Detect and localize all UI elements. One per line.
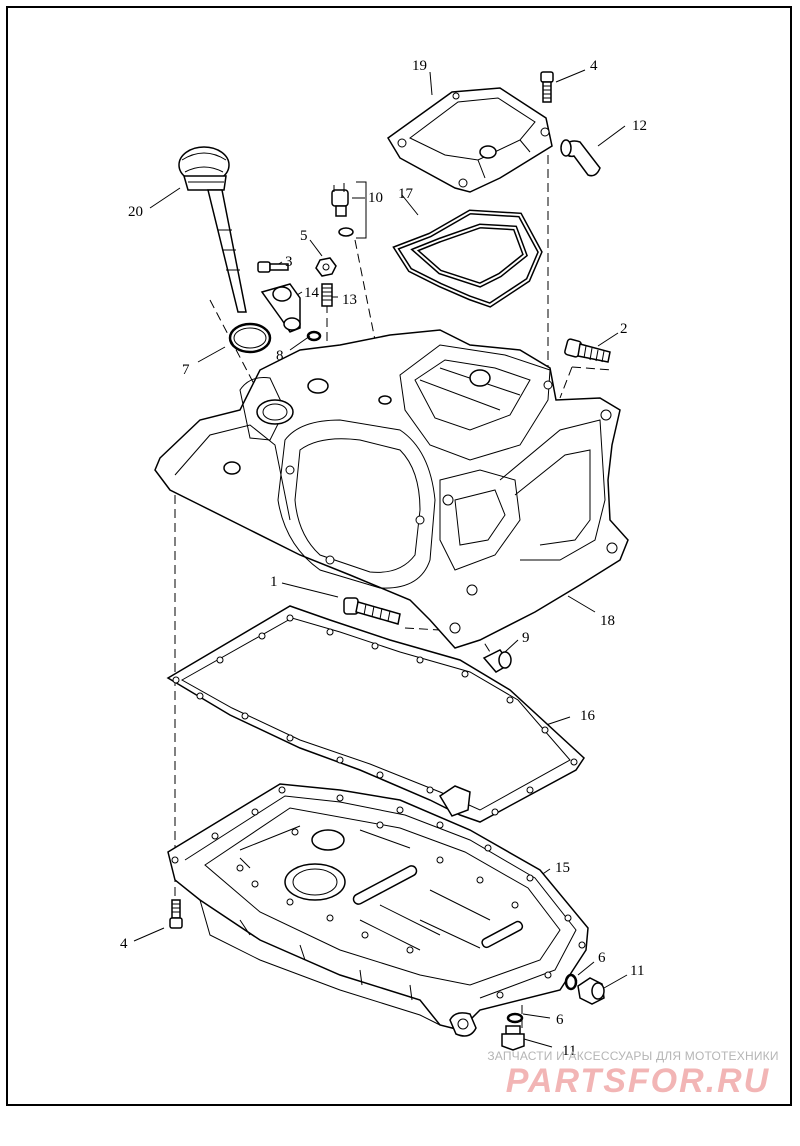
callout-13: 13 [342, 292, 357, 308]
part-2-bolt [564, 338, 611, 363]
callout-7: 7 [182, 362, 190, 378]
callout-14: 14 [304, 285, 320, 301]
diagram-frame [6, 6, 792, 1106]
part-15-oil-pan [167, 783, 589, 1037]
callout-9: 9 [522, 630, 530, 646]
watermark-tagline: ЗАПЧАСТИ И АКСЕССУАРЫ ДЛЯ МОТОТЕХНИКИ [487, 1049, 779, 1063]
watermark-logo: PARTSFOR.RU [505, 1062, 771, 1100]
callout-2: 2 [620, 321, 628, 337]
callout-5: 5 [300, 228, 308, 244]
callout-3: 3 [285, 254, 293, 270]
callout-6-bottom: 6 [556, 1012, 564, 1028]
callout-17: 17 [398, 186, 414, 202]
part-4-bolt-top [540, 71, 554, 103]
parts-6-11-drain [501, 973, 605, 1051]
part-4-bolt-bottom [169, 899, 183, 929]
callout-19: 19 [412, 58, 427, 74]
callout-11-right: 11 [630, 963, 644, 979]
part-1-bolt [343, 597, 401, 625]
callout-11-bottom: 11 [562, 1043, 576, 1059]
callout-18: 18 [600, 613, 615, 629]
callout-12: 12 [632, 118, 647, 134]
parts-3-5-8-13-14 [257, 257, 337, 342]
part-7-oring [228, 322, 272, 354]
callout-16: 16 [580, 708, 596, 724]
callout-10: 10 [368, 190, 383, 206]
part-19-cover [387, 87, 553, 193]
callout-4-bottom: 4 [120, 936, 128, 952]
callout-labels: 1 2 3 4 4 5 6 6 7 8 9 10 11 11 12 13 14 … [120, 58, 647, 1059]
callout-4-top: 4 [590, 58, 598, 74]
part-18-housing [154, 329, 629, 649]
part-17-gasket [392, 209, 543, 308]
part-12-hose [560, 139, 601, 177]
part-10-sensor [331, 181, 367, 239]
callout-15: 15 [555, 860, 570, 876]
part-20-dipstick [178, 146, 247, 313]
part-9-dowel [482, 649, 512, 673]
callout-8: 8 [276, 348, 284, 364]
callout-20: 20 [128, 204, 143, 220]
callout-1: 1 [270, 574, 278, 590]
callout-6-right: 6 [598, 950, 606, 966]
part-16-pan-gasket [166, 605, 585, 823]
